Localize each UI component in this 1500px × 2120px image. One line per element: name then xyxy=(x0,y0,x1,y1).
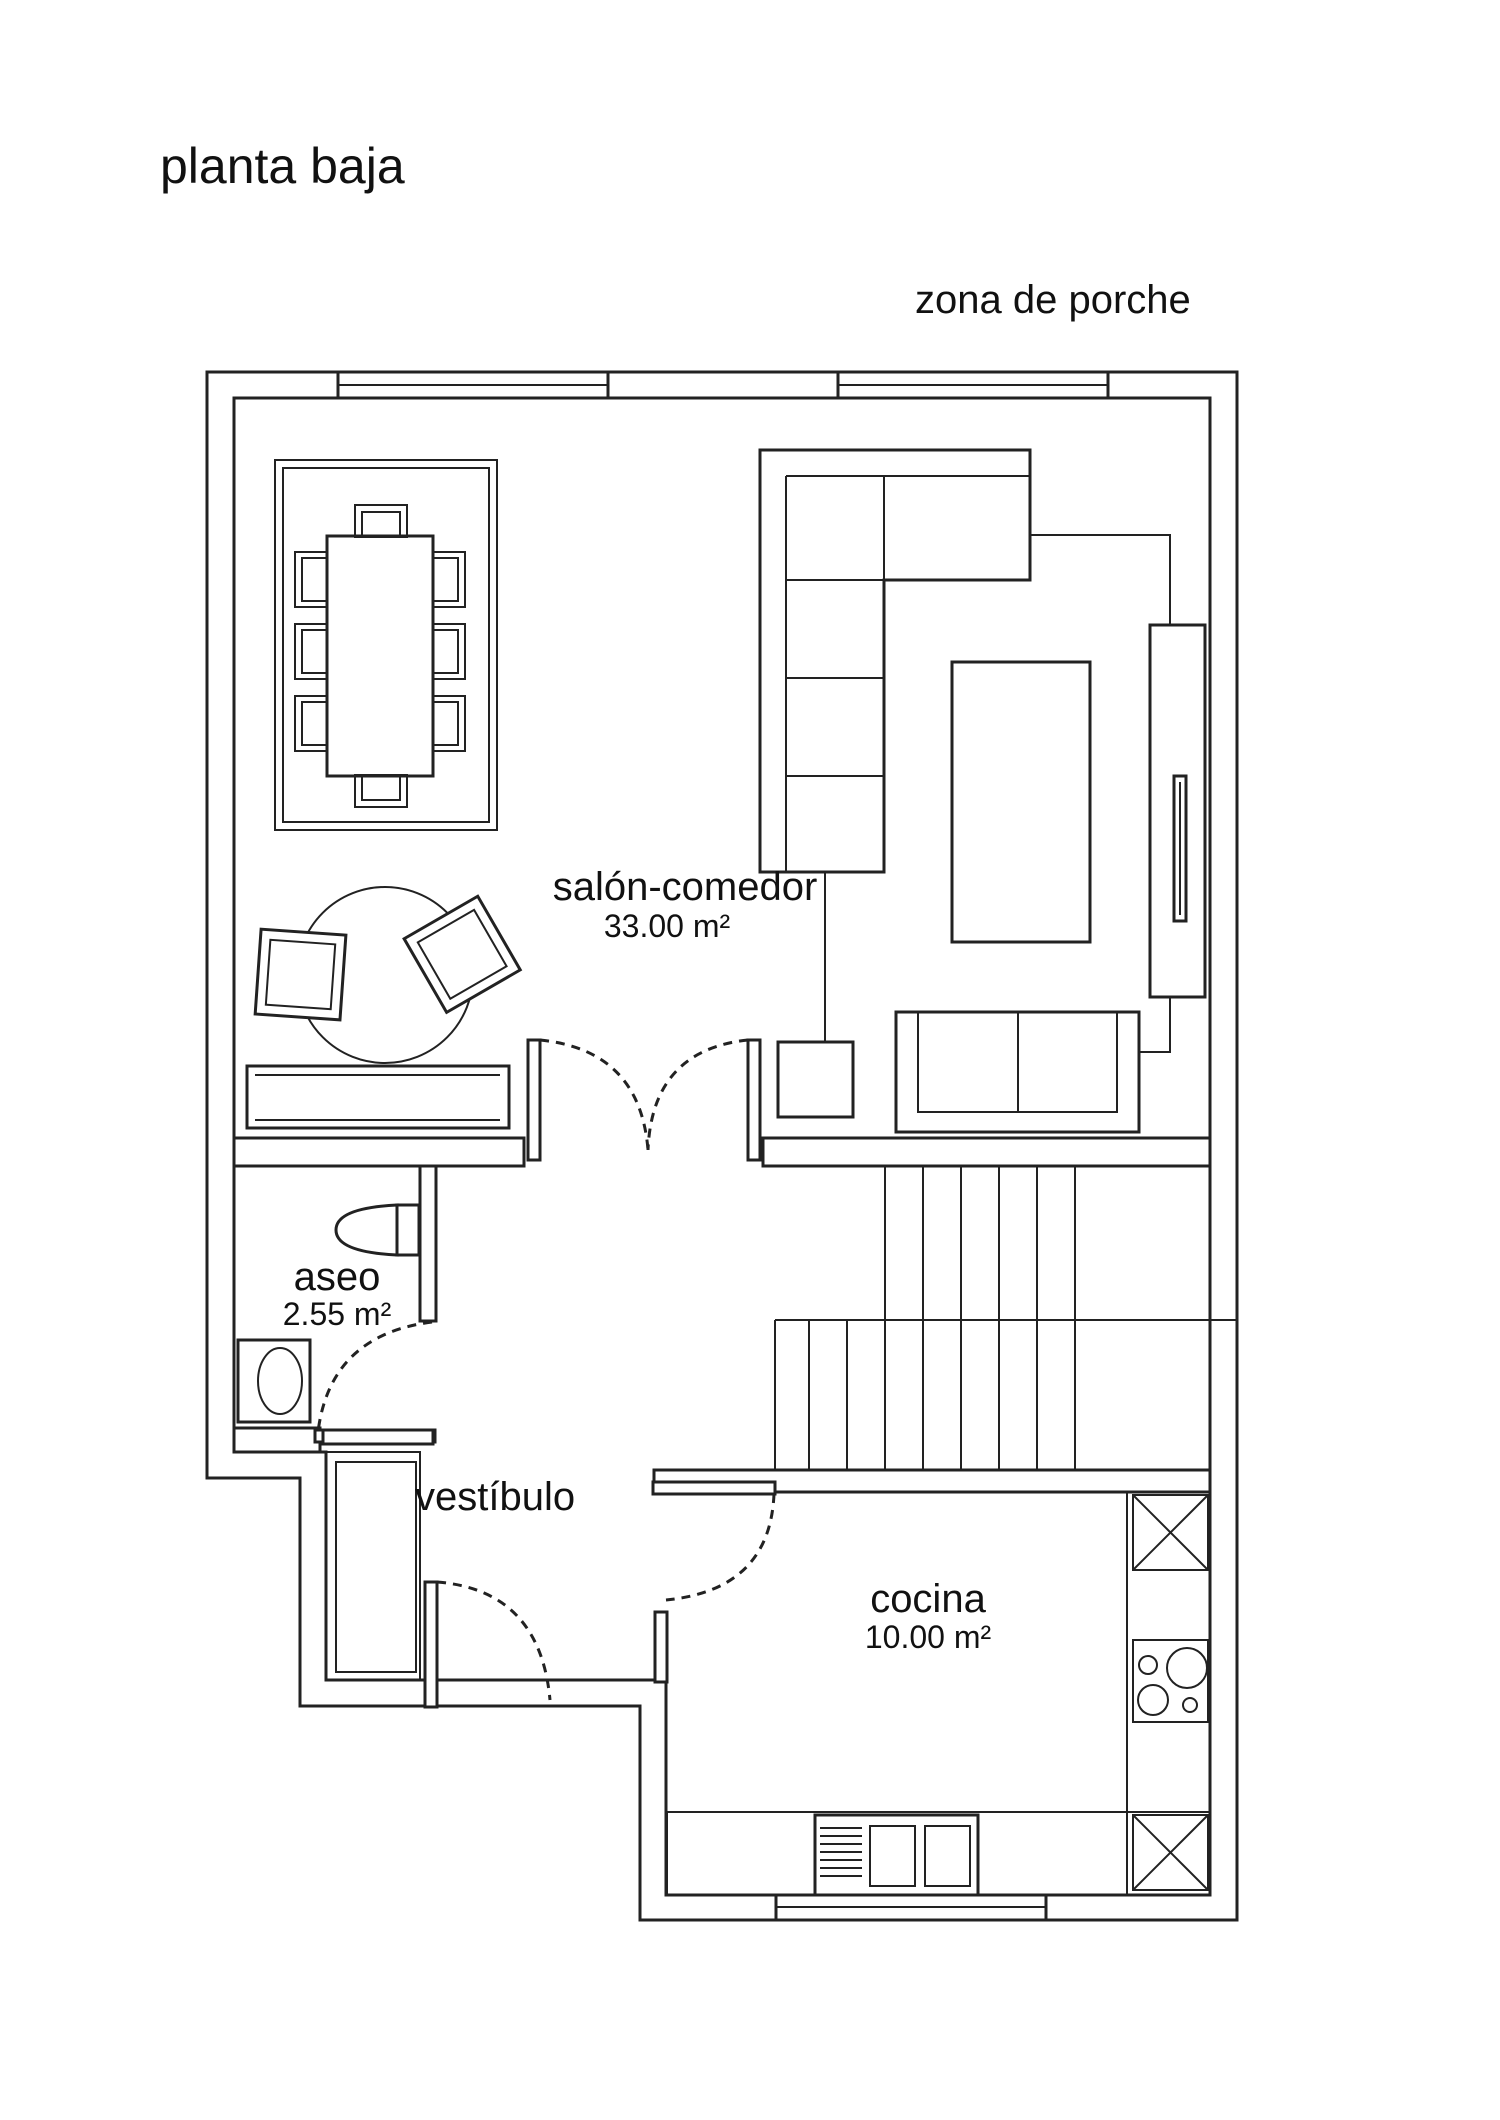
room-name-kitchen: cocina xyxy=(870,1577,986,1621)
sideboard xyxy=(245,1064,511,1130)
armchair xyxy=(253,927,348,1022)
room-area-toilet: 2.55 m² xyxy=(283,1296,392,1332)
toilet-fixture xyxy=(334,1203,421,1257)
room-label-toilet: aseo 2.55 m² xyxy=(283,1255,392,1332)
side-table xyxy=(776,1040,855,1119)
sink xyxy=(813,1813,980,1897)
room-label-kitchen: cocina 10.00 m² xyxy=(865,1577,992,1655)
porch-label: zona de porche xyxy=(915,278,1191,322)
armchair xyxy=(402,894,523,1015)
appliance xyxy=(1132,1814,1209,1891)
coffee-table xyxy=(950,660,1092,944)
exterior-walls xyxy=(205,370,1239,1922)
sofa xyxy=(894,1010,1141,1134)
door-leaf xyxy=(651,1480,777,1496)
tv-unit xyxy=(1148,623,1207,999)
room-name-living: salón-comedor xyxy=(553,865,818,909)
kitchen-counter xyxy=(666,1491,1211,1896)
armchairs xyxy=(253,886,523,1064)
room-label-living: salón-comedor 33.00 m² xyxy=(553,865,818,944)
dining-table xyxy=(274,459,498,831)
plan-title: planta baja xyxy=(160,138,405,194)
room-name-hall: vestíbulo xyxy=(415,1475,575,1519)
room-area-living: 33.00 m² xyxy=(604,908,731,944)
stairs xyxy=(774,1166,1237,1470)
room-name-toilet: aseo xyxy=(294,1255,381,1299)
appliance xyxy=(1132,1494,1209,1571)
door-leaf xyxy=(423,1580,439,1709)
interior-walls xyxy=(232,1136,1212,1684)
washbasin xyxy=(236,1338,312,1424)
stove xyxy=(1132,1639,1209,1723)
door-leaf xyxy=(746,1038,762,1162)
doors xyxy=(313,1038,777,1709)
sectional-sofa xyxy=(758,448,1171,1053)
door-leaf xyxy=(526,1038,542,1162)
rug xyxy=(274,459,498,831)
room-area-kitchen: 10.00 m² xyxy=(865,1619,992,1655)
